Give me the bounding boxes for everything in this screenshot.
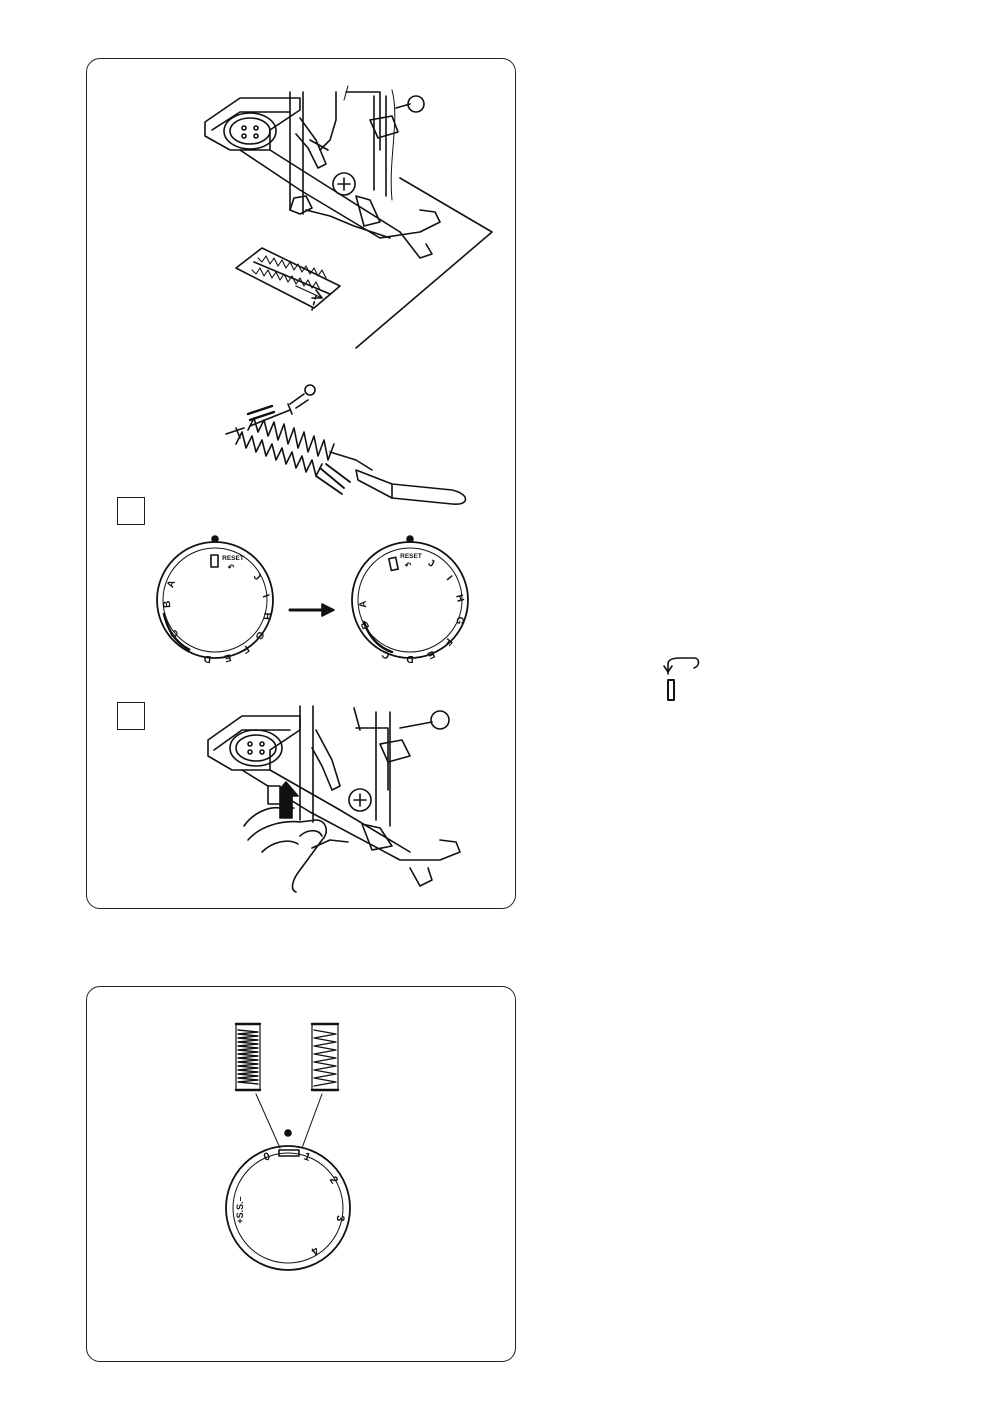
stitch-dial-label-4: 4 xyxy=(308,1244,321,1258)
dial-a-letter-c: C xyxy=(168,627,181,639)
dial-b-letter-j: J xyxy=(426,558,436,570)
stitch-length-dial xyxy=(225,1129,351,1271)
stitch-sample-dense xyxy=(234,1022,262,1092)
dial-b-letter-f: F xyxy=(442,636,454,648)
dial-b-letter-g: G xyxy=(453,616,465,626)
stitch-dial-label-ss: +S.S.– xyxy=(235,1196,245,1223)
illustration-panel-top xyxy=(86,58,516,909)
dial-b-letter-a: A xyxy=(358,600,370,608)
dial-a-letter-d: D xyxy=(203,652,212,664)
step-box-2 xyxy=(117,702,145,730)
seam-ripper-illustration xyxy=(225,384,467,505)
dial-a-letter-h: H xyxy=(261,612,273,620)
dial-a-letter-b: B xyxy=(162,600,174,608)
stitch-sample-open xyxy=(310,1022,340,1092)
dial-b xyxy=(351,535,469,659)
dial-a-labels: RESET ↶ J I H G F E D C B A xyxy=(162,555,273,665)
dial-a-letter-e: E xyxy=(223,651,233,663)
dial-a-letter-j: J xyxy=(251,571,263,583)
dial-b-reset-arrow: ↶ xyxy=(404,561,412,570)
stitch-dial-label-3: 3 xyxy=(334,1215,346,1222)
stitch-dial-label-1: 1 xyxy=(302,1150,312,1163)
dial-b-reset-label: RESET xyxy=(400,553,422,560)
dial-a-letter-f: F xyxy=(240,643,251,656)
dial-b-letter-b: B xyxy=(359,619,372,630)
dial-b-letter-e: E xyxy=(425,648,436,661)
arrow-right-icon xyxy=(288,603,335,617)
dial-b-labels: RESET ↶ J I H G F E D C B A xyxy=(358,553,466,664)
buttonhole-foot-illustration-1 xyxy=(204,85,493,349)
buttonhole-reset-icon xyxy=(663,657,700,701)
dial-a-reset-label: RESET xyxy=(222,555,244,562)
dial-b-letter-c: C xyxy=(380,648,391,661)
stitch-dial-label-2: 2 xyxy=(327,1174,340,1186)
dial-a xyxy=(156,535,274,659)
dial-b-letter-h: H xyxy=(453,593,465,603)
illustration-panel-bottom xyxy=(86,986,516,1362)
step-box-1 xyxy=(117,497,145,525)
dial-b-letter-i: I xyxy=(444,574,454,583)
dial-a-reset-arrow: ↶ xyxy=(227,563,235,572)
dial-a-letter-i: I xyxy=(260,593,271,600)
stitch-dial-label-0: 0 xyxy=(262,1150,272,1163)
dial-a-letter-a: A xyxy=(165,579,178,590)
buttonhole-foot-illustration-2 xyxy=(207,705,461,893)
dial-b-letter-d: D xyxy=(406,653,413,664)
